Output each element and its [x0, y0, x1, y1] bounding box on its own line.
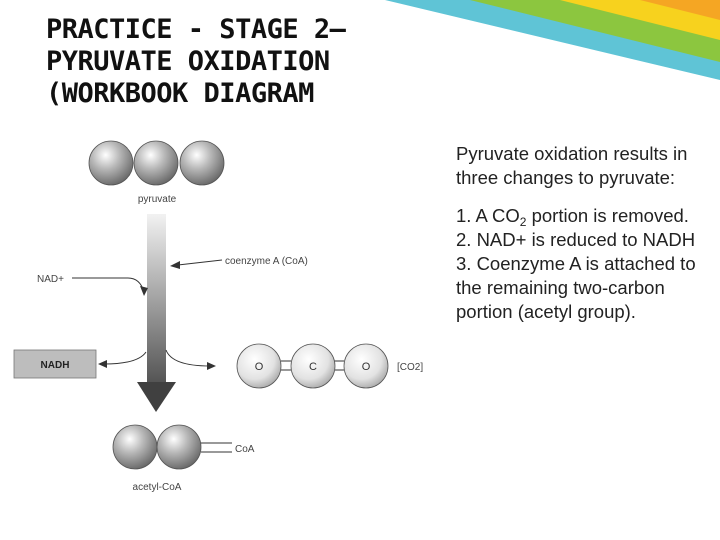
acetyl-coa-molecule — [112, 424, 232, 470]
co2-atom-o2 — [343, 343, 389, 389]
pyruvate-ball-2 — [133, 140, 179, 186]
item1-text-end: portion is removed. — [526, 205, 689, 226]
change-item-2: 2. NAD+ is reduced to NADH — [456, 229, 696, 250]
change-item-3-line-3: portion (acetyl group). — [456, 301, 636, 322]
nadh-label: NADH — [41, 360, 70, 371]
item1-subscript: 2 — [519, 215, 527, 229]
nad-plus-label: NAD+ — [37, 274, 64, 285]
stripe-orange — [640, 0, 720, 20]
co2-atom-c-label: C — [309, 361, 317, 373]
coenzyme-a-arrow — [177, 259, 223, 266]
intro-line-2: three changes to pyruvate: — [456, 167, 676, 188]
title-line-2: PYRUVATE OXIDATION — [46, 46, 330, 77]
intro-line-1: Pyruvate oxidation results in — [456, 143, 688, 164]
co2-atom-c — [290, 343, 336, 389]
co2-atom-o2-label: O — [362, 361, 371, 373]
pyruvate-ball-3 — [179, 140, 225, 186]
nad-plus-arrowhead — [140, 286, 148, 296]
co2-arrowhead — [207, 362, 216, 370]
acetyl-ball-2 — [156, 424, 202, 470]
co2-molecule: O C O — [236, 343, 389, 389]
pyruvate-molecule — [88, 140, 225, 186]
nad-plus-arrow — [72, 277, 145, 293]
pyruvate-oxidation-diagram: pyruvate NAD+ coenzyme A (CoA) NADH O C … — [13, 140, 423, 493]
title-line-3: (WORKBOOK DIAGRAM — [46, 78, 314, 109]
slide-title: PRACTICE - STAGE 2— PYRUVATE OXIDATION (… — [46, 14, 446, 110]
main-arrow-shaft — [147, 214, 166, 382]
co2-arrow — [165, 349, 211, 367]
main-arrow-head — [137, 382, 176, 412]
change-item-3-line-2: the remaining two-carbon — [456, 277, 665, 298]
nadh-arrowhead — [98, 360, 107, 368]
coa-label: CoA — [235, 444, 255, 455]
co2-atom-o1 — [236, 343, 282, 389]
pyruvate-ball-1 — [88, 140, 134, 186]
co2-atom-o1-label: O — [255, 361, 264, 373]
acetyl-ball-1 — [112, 424, 158, 470]
explanation-text: Pyruvate oxidation results in three chan… — [456, 142, 718, 324]
coenzyme-a-arrowhead — [170, 261, 180, 269]
item1-text: 1. A CO — [456, 205, 520, 226]
change-item-1: 1. A CO2 portion is removed. — [456, 204, 718, 228]
pyruvate-label: pyruvate — [138, 194, 177, 205]
nadh-box — [13, 349, 97, 379]
co2-label: [CO2] — [397, 362, 423, 373]
nadh-arrow — [103, 351, 147, 365]
change-item-3-line-1: 3. Coenzyme A is attached to — [456, 253, 696, 274]
acetyl-coa-label: acetyl-CoA — [133, 482, 182, 493]
coenzyme-a-label: coenzyme A (CoA) — [225, 256, 308, 267]
title-line-1: PRACTICE - STAGE 2— — [46, 14, 346, 45]
